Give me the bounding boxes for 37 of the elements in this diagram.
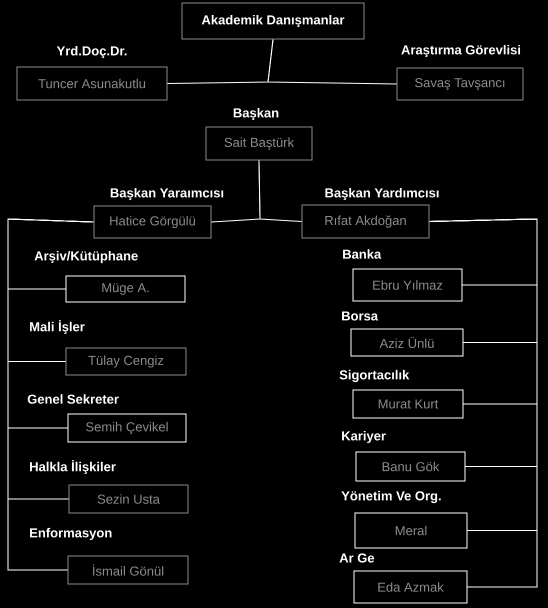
role-label: Araştırma Görevlisi [401,44,520,58]
role-label: Sigortacılık [340,370,410,382]
person-box: Sait Baştürk [206,126,312,160]
person-box: Murat Kurt [352,390,464,418]
role-label: Yönetim Ve Org. [341,490,441,504]
person-box: Savaş Tavşancı [396,68,524,100]
person-box: Semih Çevikel [68,414,186,442]
person-box: Eda Azmak [354,570,468,604]
role-label: Borsa [342,311,378,321]
person-box: Banu Gök [356,452,466,482]
person-box: Meral [354,512,468,548]
connector-line [429,218,538,588]
person-box: Müge A. [66,276,186,302]
person-box: Ebru Yılmaz [352,268,462,302]
connector-line [267,39,397,84]
role-label: Halkla İlişkiler [30,460,116,474]
person-box: İsmail Gönül [68,556,188,584]
role-label: Başkan [234,108,278,120]
role-label: Mali İşler [30,320,85,334]
person-box: Aziz Ünlü [350,328,464,356]
person-box: Hatice Görgülü [94,206,212,238]
person-box: Rıfat Akdoğan [302,204,430,238]
role-label: Arşiv/Kütüphane [34,250,138,264]
person-box: Tülay Cengiz [66,348,186,376]
role-label: Başkan Yardımcısı [325,188,439,200]
connector-line [258,160,302,222]
role-label: Başkan Yaraımcısı [110,188,224,200]
role-label: Yrd.Doç.Dr. [56,46,126,58]
person-box: Akademik Danışmanlar [182,2,364,40]
role-label: Genel Sekreter [28,394,119,404]
person-box: Tuncer Asunakutlu [16,66,168,100]
role-label: Kariyer [342,430,386,444]
role-label: Banka [343,249,382,259]
role-label: Enformasyon [30,528,112,540]
person-box: Sezin Usta [68,484,188,514]
connector-line [8,218,94,570]
role-label: Ar Ge [340,553,374,563]
